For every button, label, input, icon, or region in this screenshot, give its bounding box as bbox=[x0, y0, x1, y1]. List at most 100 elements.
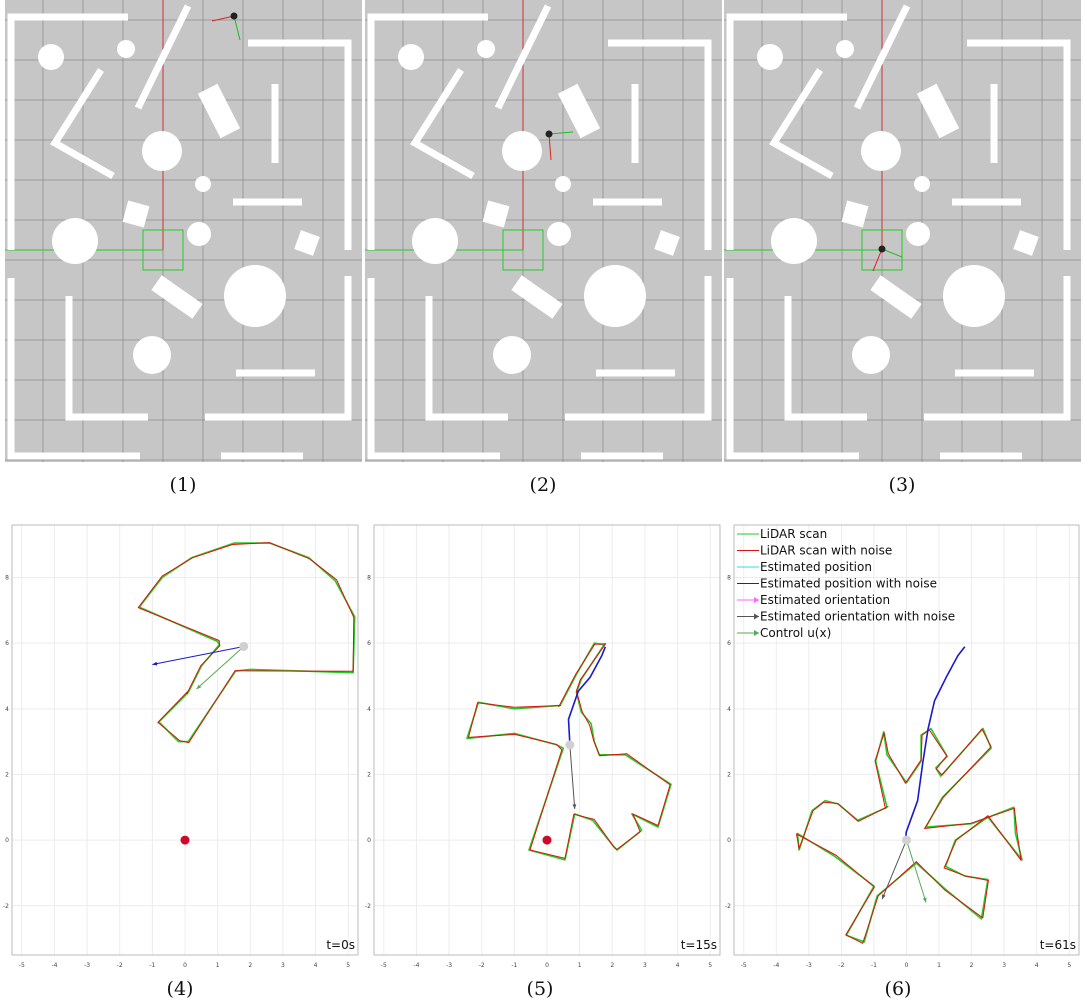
environment-map-1 bbox=[5, 0, 362, 462]
circular-obstacle bbox=[502, 131, 542, 171]
goal-region bbox=[502, 229, 544, 271]
obstacles bbox=[7, 4, 352, 460]
robot-heading-x bbox=[211, 15, 235, 22]
robot-body bbox=[545, 130, 553, 138]
control-arrow-head bbox=[922, 897, 927, 903]
x-tick-label: 1 bbox=[216, 962, 220, 969]
legend-arrow-icon bbox=[754, 613, 759, 620]
circular-obstacle bbox=[142, 131, 182, 171]
environment-panel-1 bbox=[5, 0, 362, 462]
x-tick-label: 4 bbox=[1035, 962, 1039, 969]
lidar-scan-noise bbox=[137, 542, 355, 744]
x-tick-label: -4 bbox=[413, 962, 419, 969]
robot-heading-x bbox=[548, 133, 552, 161]
y-tick-label: 8 bbox=[367, 575, 371, 582]
x-tick-label: 5 bbox=[708, 962, 712, 969]
legend-label: LiDAR scan bbox=[760, 527, 827, 541]
wall-v-shape bbox=[410, 68, 475, 180]
x-tick-label: -4 bbox=[51, 962, 57, 969]
wall-bottom-right bbox=[205, 276, 352, 421]
wall-bottom-right bbox=[565, 276, 712, 421]
rect-obstacle bbox=[511, 275, 563, 319]
circular-obstacle bbox=[398, 44, 424, 70]
y-tick-label: 4 bbox=[5, 706, 9, 713]
caption-2: (2) bbox=[529, 474, 557, 496]
wall-v-shape bbox=[50, 68, 115, 180]
x-tick-label: -2 bbox=[117, 962, 123, 969]
obstacles bbox=[726, 4, 1071, 460]
plot-frame bbox=[733, 524, 1080, 956]
wall-diagonal bbox=[853, 4, 911, 110]
time-label: t=0s bbox=[326, 938, 355, 952]
x-tick-label: 0 bbox=[183, 962, 187, 969]
y-tick-label: 0 bbox=[727, 837, 731, 844]
circular-obstacle bbox=[477, 40, 495, 58]
time-label: t=15s bbox=[681, 938, 717, 952]
x-tick-label: -5 bbox=[741, 962, 747, 969]
caption-3: (3) bbox=[888, 474, 916, 496]
circular-obstacle bbox=[861, 131, 901, 171]
x-tick-label: -1 bbox=[871, 962, 877, 969]
legend-label: Estimated orientation bbox=[760, 593, 890, 607]
plot-background bbox=[0, 515, 362, 970]
rect-obstacle bbox=[482, 200, 510, 228]
y-tick-label: 6 bbox=[5, 640, 9, 647]
circular-obstacle bbox=[493, 336, 531, 374]
time-label: t=61s bbox=[1040, 938, 1076, 952]
legend-label: Estimated orientation with noise bbox=[760, 610, 955, 624]
x-tick-label: -5 bbox=[381, 962, 387, 969]
goal-region bbox=[861, 229, 903, 271]
circular-obstacle bbox=[771, 218, 817, 264]
circular-obstacle bbox=[906, 222, 930, 246]
wall-inner-bottom-left bbox=[65, 296, 148, 421]
circular-obstacle bbox=[852, 336, 890, 374]
y-tick-label: 8 bbox=[5, 575, 9, 582]
wall-top-right bbox=[967, 39, 1071, 250]
circular-obstacle bbox=[836, 40, 854, 58]
wall-top-left bbox=[726, 13, 847, 250]
x-tick-label: 2 bbox=[248, 962, 252, 969]
y-tick-label: 2 bbox=[367, 771, 371, 778]
legend-label: Control u(x) bbox=[760, 626, 831, 640]
wall-inner-bottom-left bbox=[425, 296, 508, 421]
obstacles bbox=[367, 4, 712, 460]
lidar-scan bbox=[138, 542, 356, 743]
circular-obstacle bbox=[757, 44, 783, 70]
y-tick-label: 2 bbox=[727, 771, 731, 778]
circular-obstacle bbox=[547, 222, 571, 246]
y-tick-label: 0 bbox=[367, 837, 371, 844]
y-tick-label: 0 bbox=[5, 837, 9, 844]
control-arrow bbox=[196, 646, 245, 690]
rect-obstacle bbox=[841, 200, 869, 228]
legend-arrow-icon bbox=[754, 630, 759, 636]
circular-obstacle bbox=[555, 176, 571, 192]
circular-obstacle bbox=[943, 265, 1005, 327]
y-tick-label: 4 bbox=[367, 706, 371, 713]
x-tick-label: -3 bbox=[806, 962, 812, 969]
wall-inner-bottom-left bbox=[784, 296, 867, 421]
x-tick-label: -3 bbox=[84, 962, 90, 969]
trajectory-noise bbox=[905, 646, 966, 840]
circular-obstacle bbox=[187, 222, 211, 246]
x-tick-label: 3 bbox=[643, 962, 647, 969]
y-tick-label: -2 bbox=[725, 903, 731, 910]
trajectory-noise bbox=[567, 646, 607, 744]
x-tick-label: -1 bbox=[149, 962, 155, 969]
plot-frame bbox=[11, 524, 359, 956]
x-tick-label: 5 bbox=[346, 962, 350, 969]
plot-frame bbox=[373, 524, 721, 956]
wall-top-left bbox=[7, 13, 128, 250]
x-tick-label: -3 bbox=[446, 962, 452, 969]
x-tick-label: 3 bbox=[281, 962, 285, 969]
y-tick-label: -2 bbox=[3, 903, 9, 910]
wall-bottom-left bbox=[7, 278, 140, 460]
caption-4: (4) bbox=[166, 978, 194, 1000]
rect-obstacle bbox=[197, 83, 241, 139]
x-tick-label: 2 bbox=[610, 962, 614, 969]
robot-body bbox=[878, 245, 886, 253]
plot-background bbox=[722, 515, 1083, 970]
wall-bottom-left bbox=[367, 278, 500, 460]
environment-panel-3 bbox=[724, 0, 1081, 462]
